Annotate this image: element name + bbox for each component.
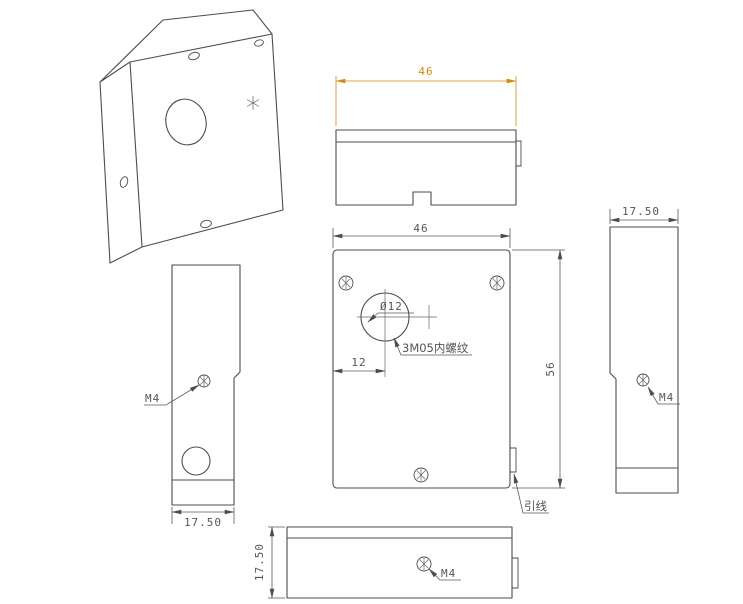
right-thread-text: M4 xyxy=(659,391,674,404)
top-view-outline xyxy=(335,129,517,206)
front-screw-hole-top-left xyxy=(338,275,354,291)
left-thread-leader xyxy=(144,384,200,406)
bottom-view-outline xyxy=(286,526,513,599)
front-height-extension-lines xyxy=(512,249,565,489)
iso-star-mark xyxy=(246,96,260,110)
bottom-view: M4 17.50 xyxy=(253,526,519,599)
top-width-dim-text: 46 xyxy=(418,65,433,78)
front-screw-hole-top-right xyxy=(489,275,505,291)
right-view-outline xyxy=(609,226,679,494)
left-width-dim-text: 17.50 xyxy=(184,516,222,529)
top-width-extension-lines xyxy=(335,76,517,126)
bottom-width-dim-text: 17.50 xyxy=(253,543,266,581)
front-view-outline xyxy=(332,249,511,489)
top-view: 46 xyxy=(335,65,522,206)
bottom-view-thread-hole-cross xyxy=(419,558,429,570)
left-view-thread-hole xyxy=(197,374,211,388)
bottom-width-extension-lines xyxy=(268,526,285,599)
bottom-side-tab xyxy=(512,557,519,589)
iso-screw-hole-top xyxy=(188,51,200,61)
front-height-dim-text: 56 xyxy=(544,361,557,376)
front-side-tab xyxy=(510,447,517,473)
right-view-thread-hole-cross xyxy=(638,374,648,386)
right-side-view: 17.50 M4 xyxy=(609,205,680,494)
iso-screw-hole-bottom xyxy=(200,219,212,229)
bottom-thread-text: M4 xyxy=(441,567,456,580)
iso-side-hole xyxy=(119,176,129,188)
left-view-outline xyxy=(171,264,241,506)
right-view-thread-hole xyxy=(636,373,650,387)
front-screw-hole-cross-marks xyxy=(341,277,502,481)
top-view-side-tab xyxy=(516,140,522,167)
left-thread-text: M4 xyxy=(145,392,160,405)
front-view: 46 56 12 Ø12 3M05内螺纹 引线 xyxy=(332,222,565,514)
bottom-view-thread-hole xyxy=(416,556,432,572)
front-width-dim-text: 46 xyxy=(413,222,428,235)
left-view-large-hole xyxy=(181,446,211,476)
front-hole-dia-text: Ø12 xyxy=(380,300,403,313)
iso-screw-hole-right xyxy=(254,39,264,47)
front-screw-hole-bottom xyxy=(413,467,429,483)
iso-body-edges xyxy=(99,9,284,264)
front-offset-dim-text: 12 xyxy=(351,356,366,369)
left-side-view: M4 17.50 xyxy=(144,264,241,529)
bottom-thread-leader xyxy=(428,568,461,581)
front-hole-dia-leader xyxy=(367,312,414,323)
isometric-view xyxy=(99,9,284,264)
front-thread-note-text: 3M05内螺纹 xyxy=(402,341,469,355)
front-lead-wire-text: 引线 xyxy=(524,499,547,513)
iso-large-hole xyxy=(165,98,207,146)
front-lead-wire-leader xyxy=(513,473,549,514)
right-thread-leader xyxy=(647,386,680,405)
right-width-dim-text: 17.50 xyxy=(622,205,660,218)
front-thread-note-leader xyxy=(393,337,472,356)
left-view-thread-hole-cross xyxy=(199,375,209,387)
